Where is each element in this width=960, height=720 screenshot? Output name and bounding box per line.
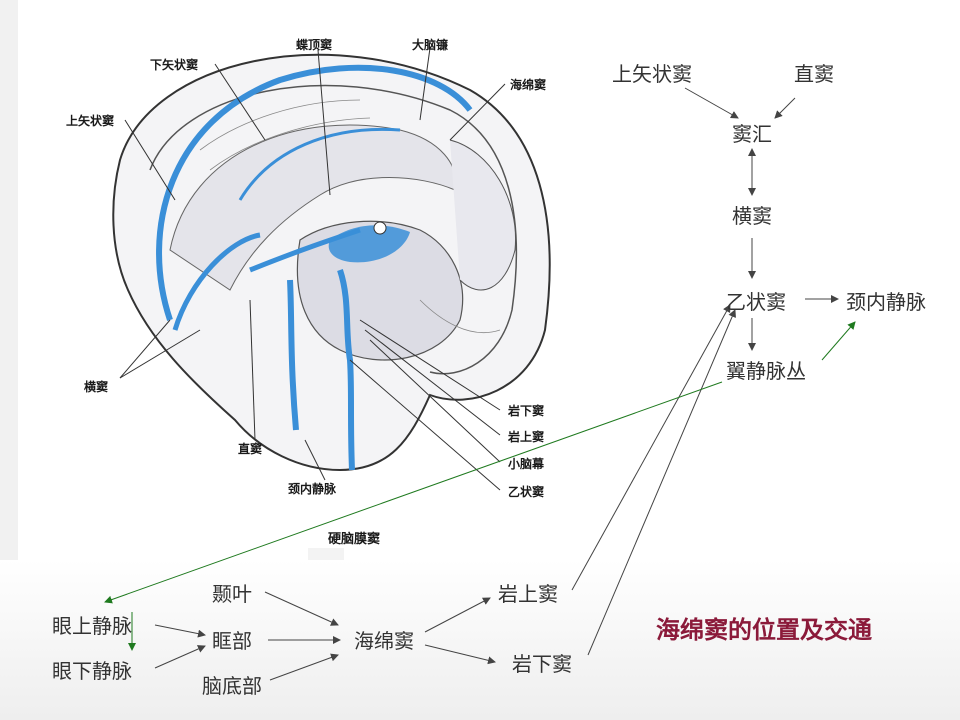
label-falx-cerebri: 大脑镰 [412, 38, 449, 52]
node-skull-base: 脑底部 [202, 674, 262, 698]
node-sigmoid-sinus: 乙状窦 [726, 290, 786, 314]
label-inferior-petrosal-sinus: 岩下窦 [508, 404, 545, 418]
node-internal-jugular-vein: 颈内静脉 [846, 290, 926, 314]
label-internal-jugular-vein: 颈内静脉 [288, 482, 337, 496]
label-inferior-sagittal-sinus: 下矢状窦 [150, 58, 199, 72]
label-sphenoparietal-sinus: 蝶顶窦 [296, 38, 333, 52]
anatomy-illustration [18, 0, 560, 560]
label-straight-sinus: 直窦 [238, 442, 263, 456]
node-straight-sinus: 直窦 [794, 62, 834, 86]
node-transverse-sinus: 横窦 [732, 204, 772, 228]
node-inferior-ophthalmic-vein: 眼下静脉 [52, 659, 132, 683]
node-orbit: 眶部 [212, 629, 252, 653]
label-tentorium-cerebelli: 小脑幕 [508, 457, 545, 471]
background-stripe [0, 0, 18, 720]
node-cavernous-sinus: 海绵窦 [354, 629, 414, 653]
node-confluence-of-sinuses: 窦汇 [732, 122, 772, 146]
node-pterygoid-plexus: 翼静脉丛 [726, 359, 806, 383]
label-sigmoid-sinus: 乙状窦 [508, 485, 545, 499]
label-superior-petrosal-sinus: 岩上窦 [508, 430, 545, 444]
node-superior-petrosal-sinus: 岩上窦 [498, 582, 558, 606]
slide-title: 海绵窦的位置及交通 [656, 615, 872, 644]
node-superior-ophthalmic-vein: 眼上静脉 [52, 614, 132, 638]
label-transverse-sinus: 横窦 [84, 380, 109, 394]
label-superior-sagittal-sinus: 上矢状窦 [66, 114, 115, 128]
node-superior-sagittal-sinus: 上矢状窦 [612, 62, 692, 86]
node-temporal-lobe: 颞叶 [212, 582, 252, 606]
label-cavernous-sinus: 海绵窦 [510, 78, 547, 92]
figure-caption: 硬脑膜窦 [328, 532, 381, 547]
node-inferior-petrosal-sinus: 岩下窦 [512, 652, 572, 676]
